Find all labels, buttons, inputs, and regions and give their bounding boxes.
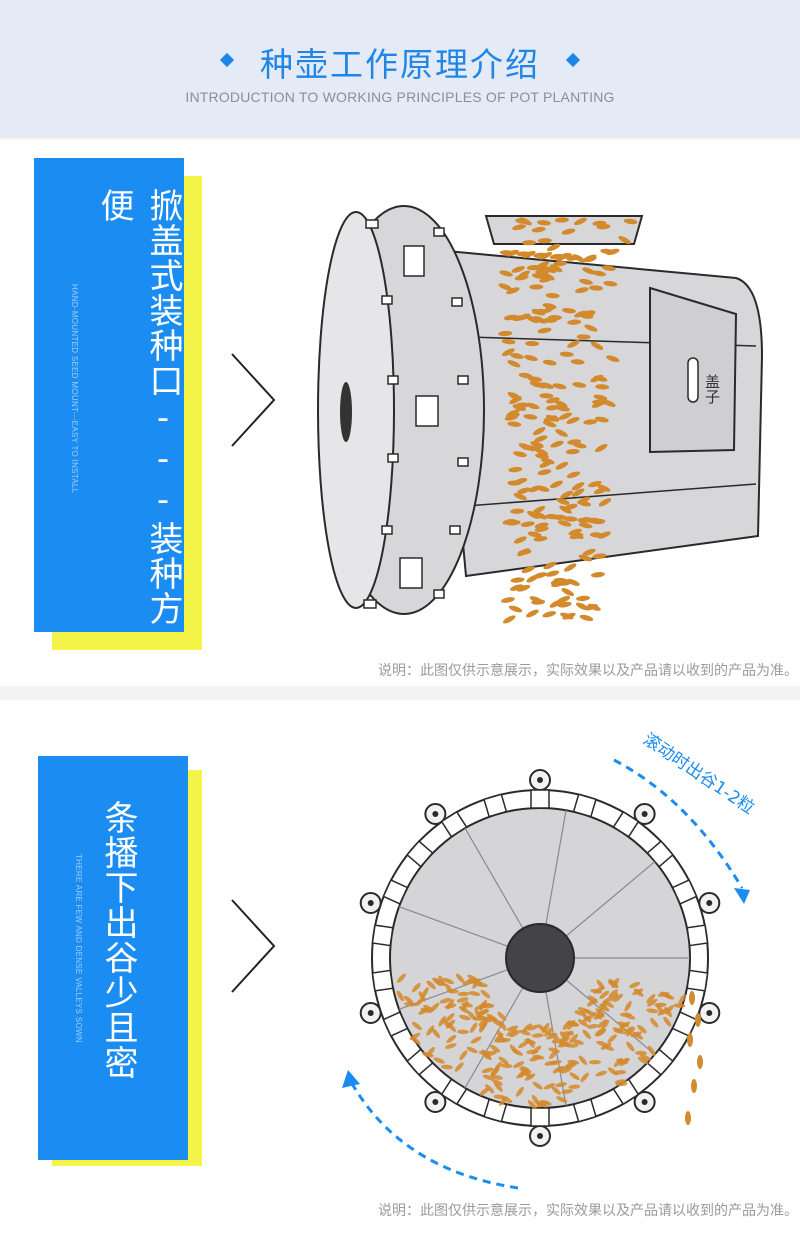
disclaimer-note: 说明：此图仅供示意展示，实际效果以及产品请以收到的产品为准。: [378, 663, 798, 679]
rotation-caption: 滚动时出谷1-2粒: [639, 730, 758, 819]
section-sowing: THERE ARE FEW AND DENSE VALLEYS SOWN 条播下…: [0, 700, 800, 1233]
label-card: THERE ARE FEW AND DENSE VALLEYS SOWN 条播下…: [38, 756, 188, 1160]
label-chinese: 条播下出谷少且密: [98, 800, 138, 1080]
page-title: 种壶工作原理介绍: [260, 45, 540, 84]
seed-drum-illustration: 盖子: [317, 205, 764, 624]
lid-label: 盖子: [703, 374, 721, 404]
label-english: THERE ARE FEW AND DENSE VALLEYS SOWN: [74, 854, 83, 1043]
chevron-right-icon: [231, 353, 276, 447]
page-header: 种壶工作原理介绍 INTRODUCTION TO WORKING PRINCIP…: [0, 0, 800, 138]
page-subtitle: INTRODUCTION TO WORKING PRINCIPLES OF PO…: [185, 89, 615, 105]
disclaimer-note: 说明：此图仅供示意展示，实际效果以及产品请以收到的产品为准。: [378, 1203, 798, 1219]
label-chinese: 掀盖式装种口---装种方便: [94, 188, 183, 626]
chevron-right-icon: [231, 899, 276, 993]
rotation-arrow-icon: [348, 1079, 519, 1190]
section-seed-loading: HAND-MOUNTED SEED MOUNT---EASY TO INSTAL…: [0, 140, 800, 686]
label-english: HAND-MOUNTED SEED MOUNT---EASY TO INSTAL…: [70, 284, 79, 494]
seed-pile: [498, 217, 638, 624]
label-card: HAND-MOUNTED SEED MOUNT---EASY TO INSTAL…: [34, 158, 184, 632]
drum-cross-section: 滚动时出谷1-2粒: [342, 730, 758, 1190]
rotation-arrow-icon: [613, 758, 744, 889]
